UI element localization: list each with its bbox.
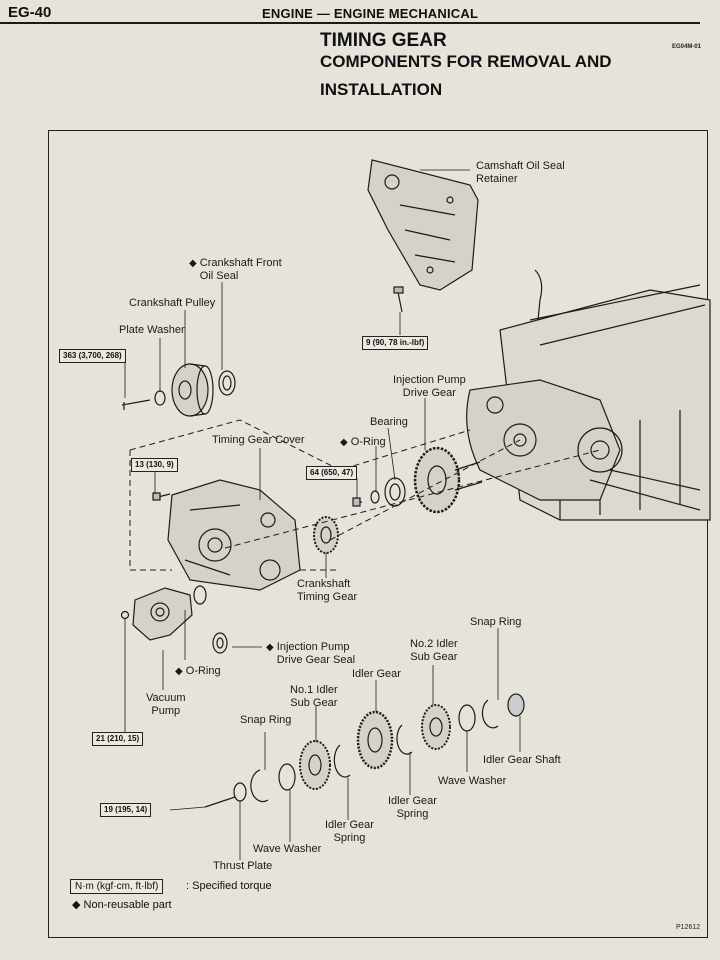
page-title: TIMING GEAR (320, 30, 447, 51)
snap-ring-left-drawing (250, 769, 269, 803)
page-subtitle-line1: COMPONENTS FOR REMOVAL AND (320, 52, 612, 71)
assembly-dash-lines (129, 419, 601, 571)
header-rule (0, 22, 700, 24)
label-bearing: Bearing (370, 416, 408, 428)
legend-nonreusable: ◆ Non-reusable part (72, 899, 172, 911)
label-idler-gear: Idler Gear (352, 668, 401, 680)
retainer-bolt (397, 291, 403, 313)
figure-code: P12612 (676, 924, 701, 931)
no2-idler-sub-gear-drawing (421, 704, 451, 750)
torque-box-retainer-bolt: 9 (90, 78 in.-lbf) (362, 336, 429, 350)
o-ring-top-drawing (370, 490, 380, 504)
pulley-bolt (121, 399, 151, 410)
document-code: EG04M-01 (672, 44, 702, 50)
label-idler-gear-spring-left: Idler Gear Spring (325, 819, 374, 844)
label-snap-ring-left: Snap Ring (240, 714, 292, 726)
crankshaft-timing-gear-drawing (313, 516, 339, 554)
idler-gear-shaft-drawing (507, 693, 525, 717)
label-snap-ring-right: Snap Ring (470, 616, 522, 628)
thrust-plate-drawing (233, 782, 247, 802)
torque-box-thrust-plate-bolt: 19 (195, 14) (100, 803, 152, 817)
idler-gear-stack-drawing (204, 693, 525, 808)
injection-pump-drive-gear-seal-drawing (212, 632, 228, 654)
label-crankshaft-pulley: Crankshaft Pulley (129, 297, 216, 309)
no1-idler-sub-gear-drawing (299, 740, 331, 790)
label-camshaft-oil-seal-retainer: Camshaft Oil Seal Retainer (476, 160, 565, 185)
page-subtitle-line2: INSTALLATION (320, 80, 443, 99)
label-wave-washer-left: Wave Washer (253, 843, 322, 855)
idler-gear-spring-right-drawing (396, 724, 413, 755)
idler-gear-spring-left-drawing (333, 744, 351, 778)
injection-pump-drive-gear-drawing (413, 446, 483, 514)
label-injection-pump-drive-gear: Injection Pump Drive Gear (393, 374, 466, 399)
label-thrust-plate: Thrust Plate (213, 860, 273, 872)
plate-washer-drawing (154, 390, 166, 406)
snap-ring-right-drawing (481, 699, 499, 729)
camshaft-oil-seal-retainer-drawing (367, 159, 479, 291)
timing-gear-cover-drawing (167, 479, 301, 591)
label-crankshaft-timing-gear: Crankshaft Timing Gear (297, 578, 358, 603)
page-number: EG-40 (8, 4, 52, 21)
section-title: ENGINE — ENGINE MECHANICAL (262, 6, 479, 21)
label-idler-gear-shaft: Idler Gear Shaft (483, 754, 561, 766)
torque-box-vacuum-pump-nut: 21 (210, 15) (92, 732, 144, 746)
label-injection-pump-drive-gear-seal: ◆ Injection Pump Drive Gear Seal (266, 641, 356, 666)
idler-gear-drawing (356, 710, 394, 770)
label-timing-gear-cover: Timing Gear Cover (212, 434, 305, 446)
thrust-plate-bolt (204, 796, 236, 808)
leader-lines (124, 169, 521, 860)
torque-box-drive-gear-bolt: 64 (650, 47) (306, 466, 358, 480)
nonreusable-mark: ◆ (266, 642, 274, 653)
label-plate-washer: Plate Washer (119, 324, 185, 336)
label-o-ring-bottom: ◆ O-Ring (175, 665, 221, 677)
legend-torque-unit: N·m (kgf·cm, ft·lbf) (70, 879, 164, 894)
diagram-frame (48, 130, 708, 938)
label-idler-gear-spring-right: Idler Gear Spring (388, 795, 437, 820)
label-no1-idler-sub-gear: No.1 Idler Sub Gear (290, 684, 338, 709)
vacuum-pump-drawing (132, 585, 207, 641)
nonreusable-mark: ◆ (189, 258, 197, 269)
nonreusable-mark: ◆ (175, 666, 183, 677)
engine-block-drawing (466, 269, 711, 521)
torque-box-crankshaft-pulley-bolt: 363 (3,700, 268) (59, 349, 126, 363)
wave-washer-right-drawing (458, 704, 476, 732)
crankshaft-front-oil-seal-drawing (218, 370, 236, 396)
nonreusable-mark: ◆ (340, 437, 348, 448)
label-no2-idler-sub-gear: No.2 Idler Sub Gear (410, 638, 458, 663)
label-vacuum-pump: Vacuum Pump (146, 692, 186, 717)
label-wave-washer-right: Wave Washer (438, 775, 507, 787)
wave-washer-left-drawing (278, 763, 296, 791)
torque-box-cover-bolt: 13 (130, 9) (131, 458, 178, 472)
vacuum-pump-nut (120, 610, 130, 620)
crankshaft-pulley-drawing (171, 363, 214, 417)
label-o-ring-top: ◆ O-Ring (340, 436, 386, 448)
legend-torque-description: : Specified torque (186, 880, 272, 892)
label-crankshaft-front-oil-seal: ◆ Crankshaft Front Oil Seal (189, 257, 282, 282)
